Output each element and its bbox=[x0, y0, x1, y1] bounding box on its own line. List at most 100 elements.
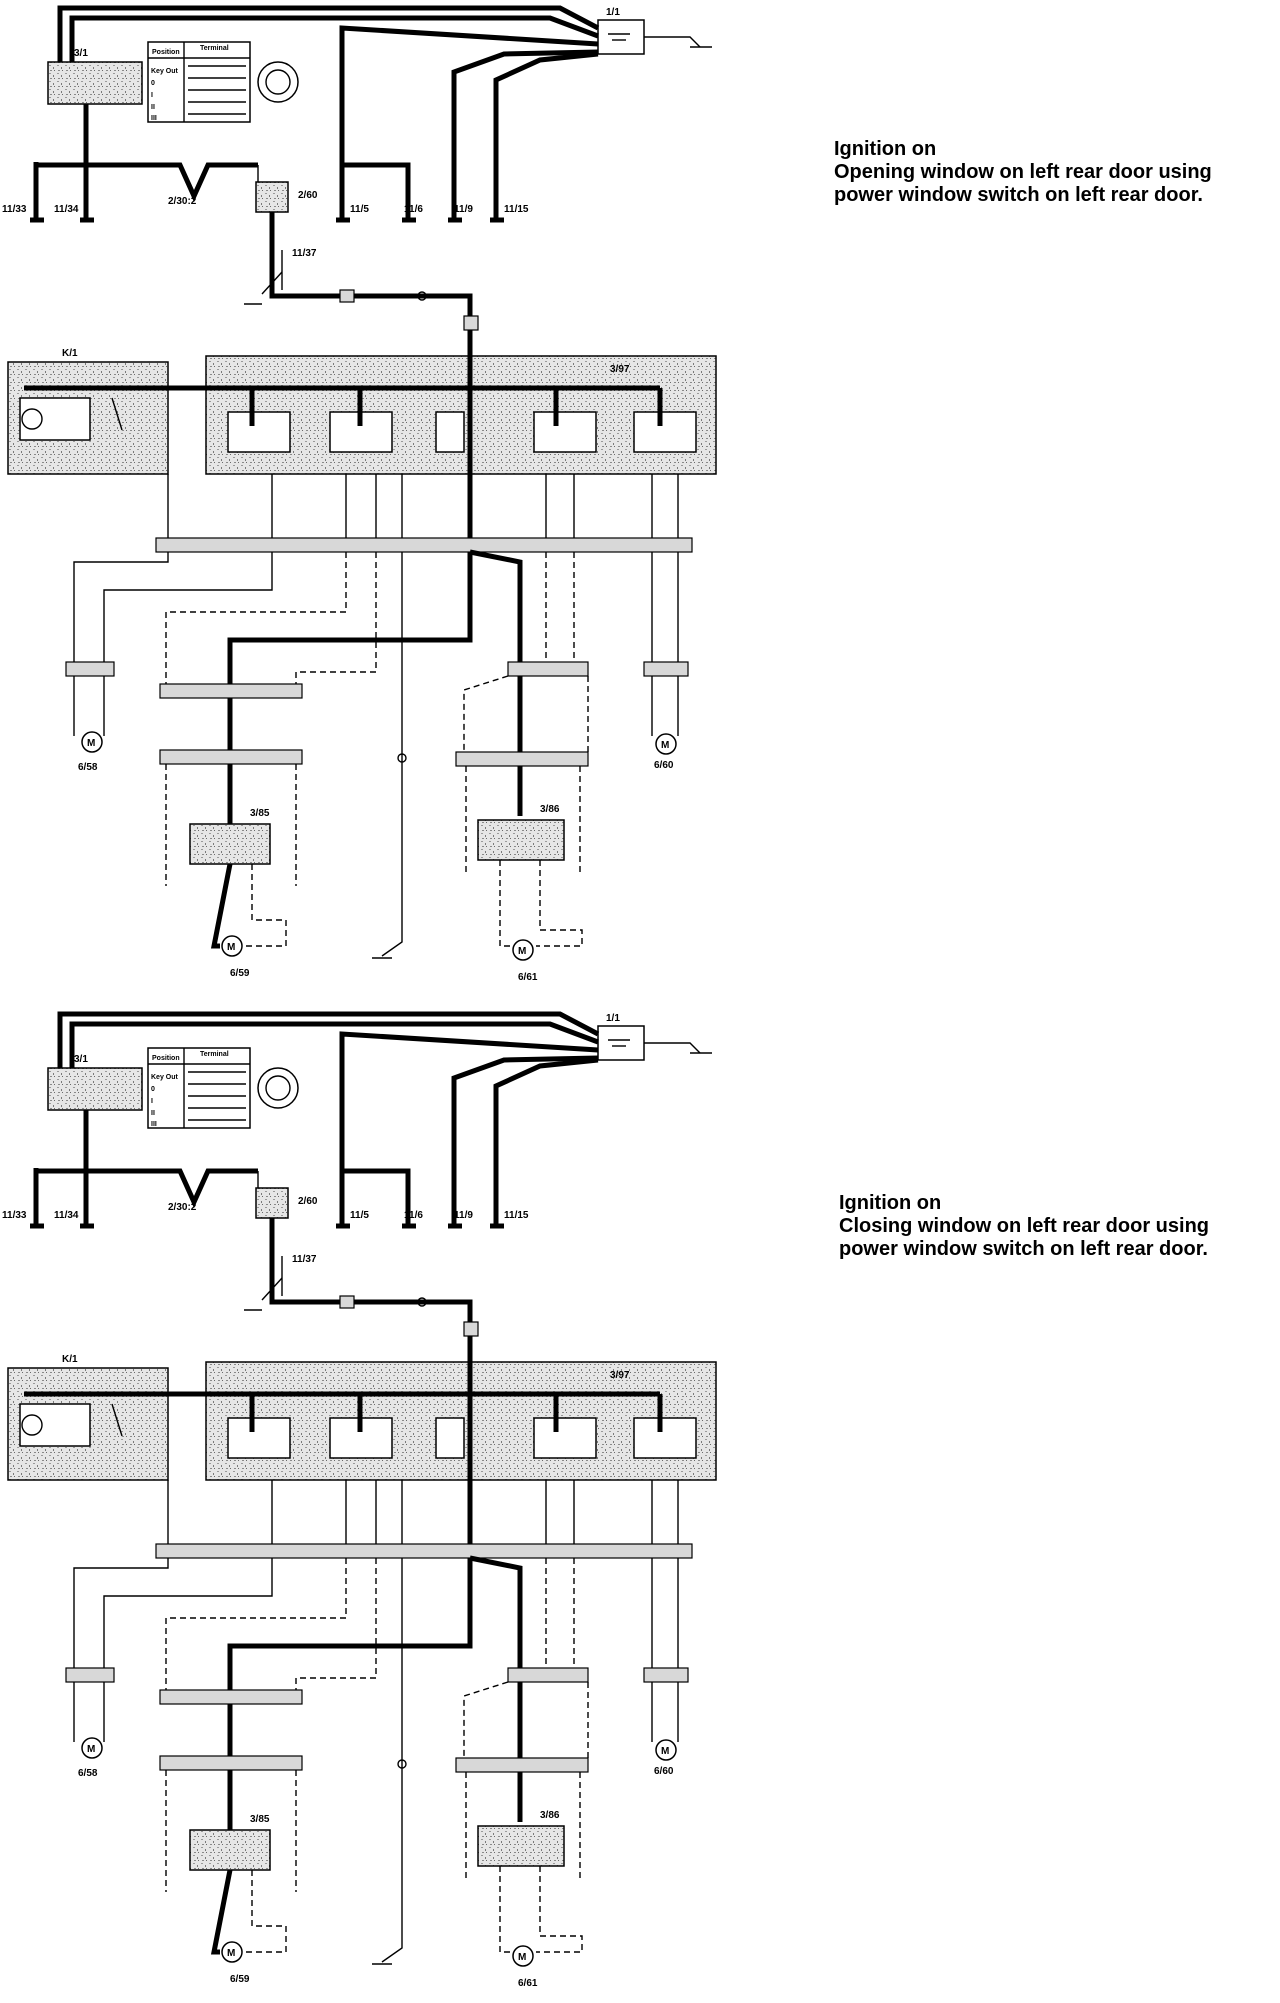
battery-label: 1/1 bbox=[606, 7, 620, 18]
caption-line-1: Ignition on bbox=[839, 1192, 942, 1214]
ground-11-5-label: 11/5 bbox=[350, 1210, 369, 1221]
motor-6-60-label: 6/60 bbox=[654, 1766, 674, 1777]
switch-3-85: 3/85 M 6/59 bbox=[159, 552, 473, 979]
key-cylinder-icon bbox=[257, 1067, 299, 1109]
center-ground bbox=[372, 1558, 407, 1965]
ground-11-15-label: 11/15 bbox=[504, 1210, 529, 1221]
motor-6-60: M 6/60 bbox=[643, 1558, 689, 1777]
switch-3-86-label: 3/86 bbox=[540, 1810, 560, 1821]
motor-icon bbox=[512, 939, 534, 961]
ground-11-15-label: 11/15 bbox=[504, 204, 529, 215]
battery-1-1: 1/1 bbox=[597, 7, 712, 55]
ground-11-34-label: 11/34 bbox=[54, 1210, 79, 1221]
motor-symbol: M bbox=[227, 942, 235, 953]
connector-strip bbox=[155, 474, 693, 553]
caption-line-2: Opening window on left rear door using bbox=[834, 161, 1212, 183]
ground-11-9-label: 11/9 bbox=[454, 1210, 473, 1221]
terminal-table bbox=[147, 41, 251, 123]
fuse-label: 2/60 bbox=[298, 1196, 318, 1207]
ground-11-33-label: 11/33 bbox=[2, 1210, 27, 1221]
motor-icon bbox=[221, 1941, 243, 1963]
caption-line-3: power window switch on left rear door. bbox=[839, 1238, 1208, 1260]
motor-6-60: M 6/60 bbox=[643, 552, 689, 771]
motor-symbol: M bbox=[661, 740, 669, 751]
motor-symbol: M bbox=[87, 1744, 95, 1755]
terminal-row-3: II bbox=[151, 1110, 155, 1117]
switch-3-86: 3/86 M 6/61 bbox=[455, 1555, 589, 1989]
control-module-3-97: 3/97 bbox=[24, 1336, 717, 1552]
ground-11-6-label: 11/6 bbox=[404, 1210, 423, 1221]
ignition-switch-3-1: 3/1 Position Terminal Key Out 0 I II III bbox=[47, 1047, 299, 1129]
motor-6-60-label: 6/60 bbox=[654, 760, 674, 771]
terminal-table-position: Position bbox=[152, 49, 180, 56]
motor-icon bbox=[221, 935, 243, 957]
diagram-caption: Ignition on Opening window on left rear … bbox=[834, 138, 1212, 207]
splice-2-30-2-label: 2/30:2 bbox=[168, 196, 197, 207]
terminal-row-1: 0 bbox=[151, 80, 155, 87]
control-module-label: 3/97 bbox=[610, 1370, 630, 1381]
ground-11-37-label: 11/37 bbox=[292, 1254, 317, 1265]
ignition-switch-3-1: 3/1 Position Terminal Key Out 0 I II III bbox=[47, 41, 299, 123]
motor-icon bbox=[81, 731, 103, 753]
motor-6-58-label: 6/58 bbox=[78, 1768, 98, 1779]
motor-6-58: M 6/58 bbox=[65, 552, 273, 773]
ignition-switch-label: 3/1 bbox=[74, 1054, 88, 1065]
connector-strip bbox=[155, 1480, 693, 1559]
relay-k1: K/1 bbox=[7, 348, 169, 475]
motor-icon bbox=[655, 1739, 677, 1761]
switch-3-85: 3/85 M 6/59 bbox=[159, 1558, 473, 1985]
motor-6-58: M 6/58 bbox=[65, 1558, 273, 1779]
caption-line-3: power window switch on left rear door. bbox=[834, 184, 1203, 206]
relay-label: K/1 bbox=[62, 348, 78, 359]
motor-6-61-label: 6/61 bbox=[518, 1978, 538, 1989]
motor-symbol: M bbox=[661, 1746, 669, 1757]
switch-3-85-label: 3/85 bbox=[250, 808, 270, 819]
battery-1-1: 1/1 bbox=[597, 1013, 712, 1061]
ground-11-33-label: 11/33 bbox=[2, 204, 27, 215]
ignition-switch-label: 3/1 bbox=[74, 48, 88, 59]
terminal-row-0: Key Out bbox=[151, 68, 179, 75]
switch-3-86-label: 3/86 bbox=[540, 804, 560, 815]
motor-symbol: M bbox=[87, 738, 95, 749]
motor-6-61-label: 6/61 bbox=[518, 972, 538, 983]
motor-symbol: M bbox=[518, 946, 526, 957]
relay-label: K/1 bbox=[62, 1354, 78, 1365]
switch-3-86: 3/86 M 6/61 bbox=[455, 549, 589, 983]
motor-symbol: M bbox=[518, 1952, 526, 1963]
control-module-label: 3/97 bbox=[610, 364, 630, 375]
terminal-table-header: Terminal bbox=[200, 45, 229, 52]
switch-3-85-label: 3/85 bbox=[250, 1814, 270, 1825]
motor-icon bbox=[655, 733, 677, 755]
motor-symbol: M bbox=[227, 1948, 235, 1959]
key-cylinder-icon bbox=[257, 61, 299, 103]
motor-6-58-label: 6/58 bbox=[78, 762, 98, 773]
wiring-diagram-2: 1/1 3/1 Position Terminal Key Out 0 I II… bbox=[0, 1006, 1280, 2003]
motor-6-59-label: 6/59 bbox=[230, 1974, 250, 1985]
motor-icon bbox=[512, 1945, 534, 1967]
terminal-row-3: II bbox=[151, 104, 155, 111]
terminal-table-header: Terminal bbox=[200, 1051, 229, 1058]
ground-11-6-label: 11/6 bbox=[404, 204, 423, 215]
ground-11-9-label: 11/9 bbox=[454, 204, 473, 215]
terminal-row-0: Key Out bbox=[151, 1074, 179, 1081]
terminal-row-1: 0 bbox=[151, 1086, 155, 1093]
motor-6-59-label: 6/59 bbox=[230, 968, 250, 979]
relay-k1: K/1 bbox=[7, 1354, 169, 1481]
wiring-diagram-1: 1/1 3/1 Position Terminal Key Out 0 I II… bbox=[0, 0, 1280, 997]
ground-11-37-label: 11/37 bbox=[292, 248, 317, 259]
center-ground bbox=[372, 552, 407, 959]
wiring-diagram-canvas: 1/1 3/1 Position Terminal Key Out 0 I II… bbox=[2, 5, 717, 983]
terminal-row-4: III bbox=[151, 1121, 157, 1128]
terminal-table-position: Position bbox=[152, 1055, 180, 1062]
diagram-caption: Ignition on Closing window on left rear … bbox=[839, 1192, 1209, 1261]
ground-11-5-label: 11/5 bbox=[350, 204, 369, 215]
terminal-row-2: I bbox=[151, 92, 153, 99]
fuse-2-60: 2/60 11/37 bbox=[244, 165, 479, 331]
caption-line-2: Closing window on left rear door using bbox=[839, 1215, 1209, 1237]
wiring-diagram-canvas: 1/1 3/1 Position Terminal Key Out 0 I II… bbox=[2, 1011, 717, 1989]
control-module-3-97: 3/97 bbox=[24, 330, 717, 546]
fuse-label: 2/60 bbox=[298, 190, 318, 201]
battery-label: 1/1 bbox=[606, 1013, 620, 1024]
splice-2-30-2-label: 2/30:2 bbox=[168, 1202, 197, 1213]
motor-icon bbox=[81, 1737, 103, 1759]
